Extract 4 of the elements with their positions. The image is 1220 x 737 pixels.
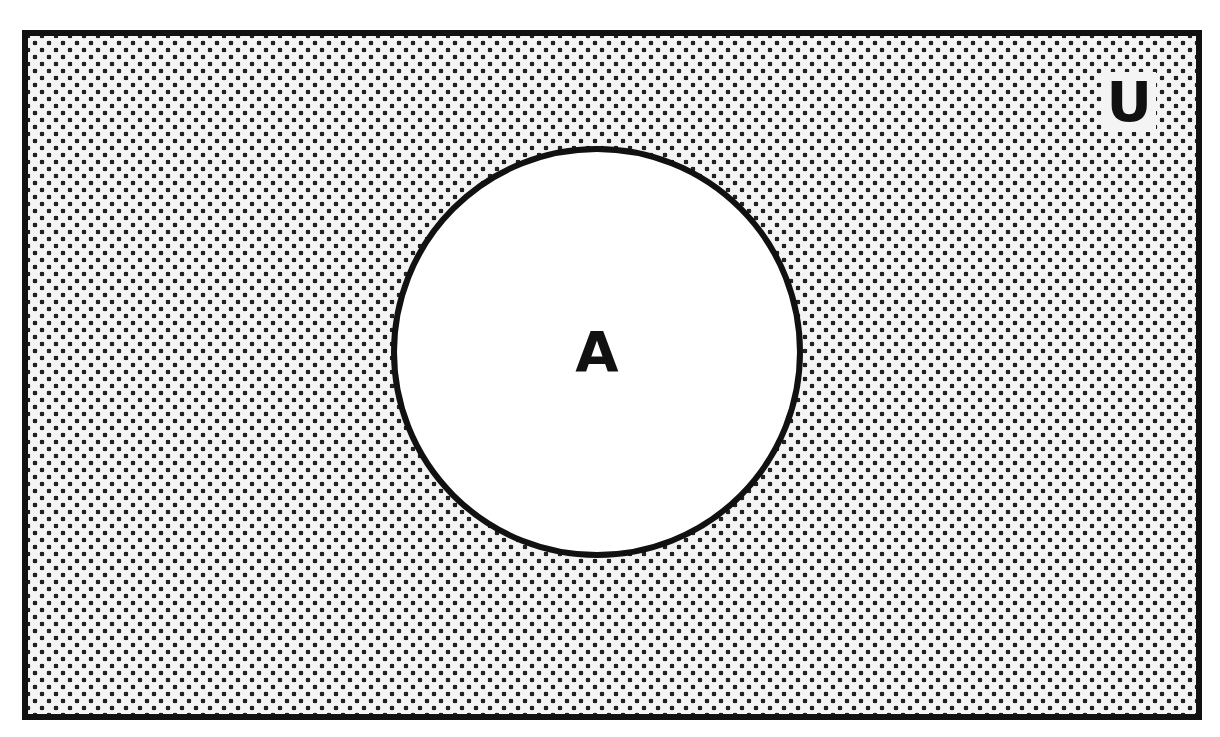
set-circle xyxy=(391,146,803,558)
universal-set-rectangle xyxy=(22,30,1202,720)
set-label: A xyxy=(575,324,619,380)
set-label: U xyxy=(1102,72,1156,132)
